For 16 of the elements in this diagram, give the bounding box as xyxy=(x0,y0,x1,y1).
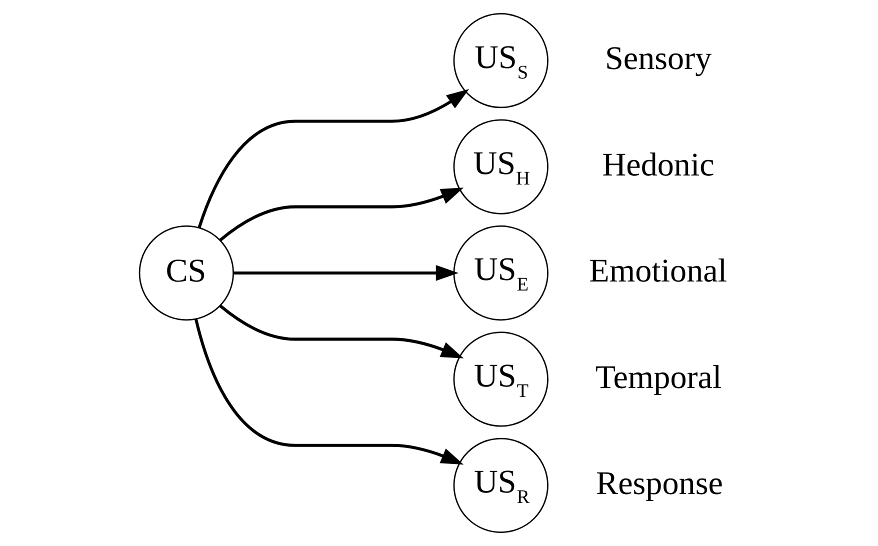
node-circle: US$_{T}$ xyxy=(452,332,548,427)
node-label: Sensory xyxy=(604,41,712,78)
arrow xyxy=(218,304,464,358)
arrow xyxy=(218,188,464,242)
node-circle: CS xyxy=(138,225,234,321)
arrow xyxy=(194,318,464,465)
node-circle: US$_{S}$ xyxy=(452,13,548,108)
node-label: Temporal xyxy=(594,360,722,396)
node-label: Emotional xyxy=(588,254,727,290)
node-circle: US$_{R}$ xyxy=(452,438,548,533)
node-label: Hedonic xyxy=(602,147,714,184)
arrow xyxy=(197,89,469,228)
node-circle: US$_{E}$ xyxy=(452,225,548,321)
arrow xyxy=(232,265,458,281)
node-label: Response xyxy=(596,466,722,502)
node-circle: US$_{H}$ xyxy=(452,119,548,214)
